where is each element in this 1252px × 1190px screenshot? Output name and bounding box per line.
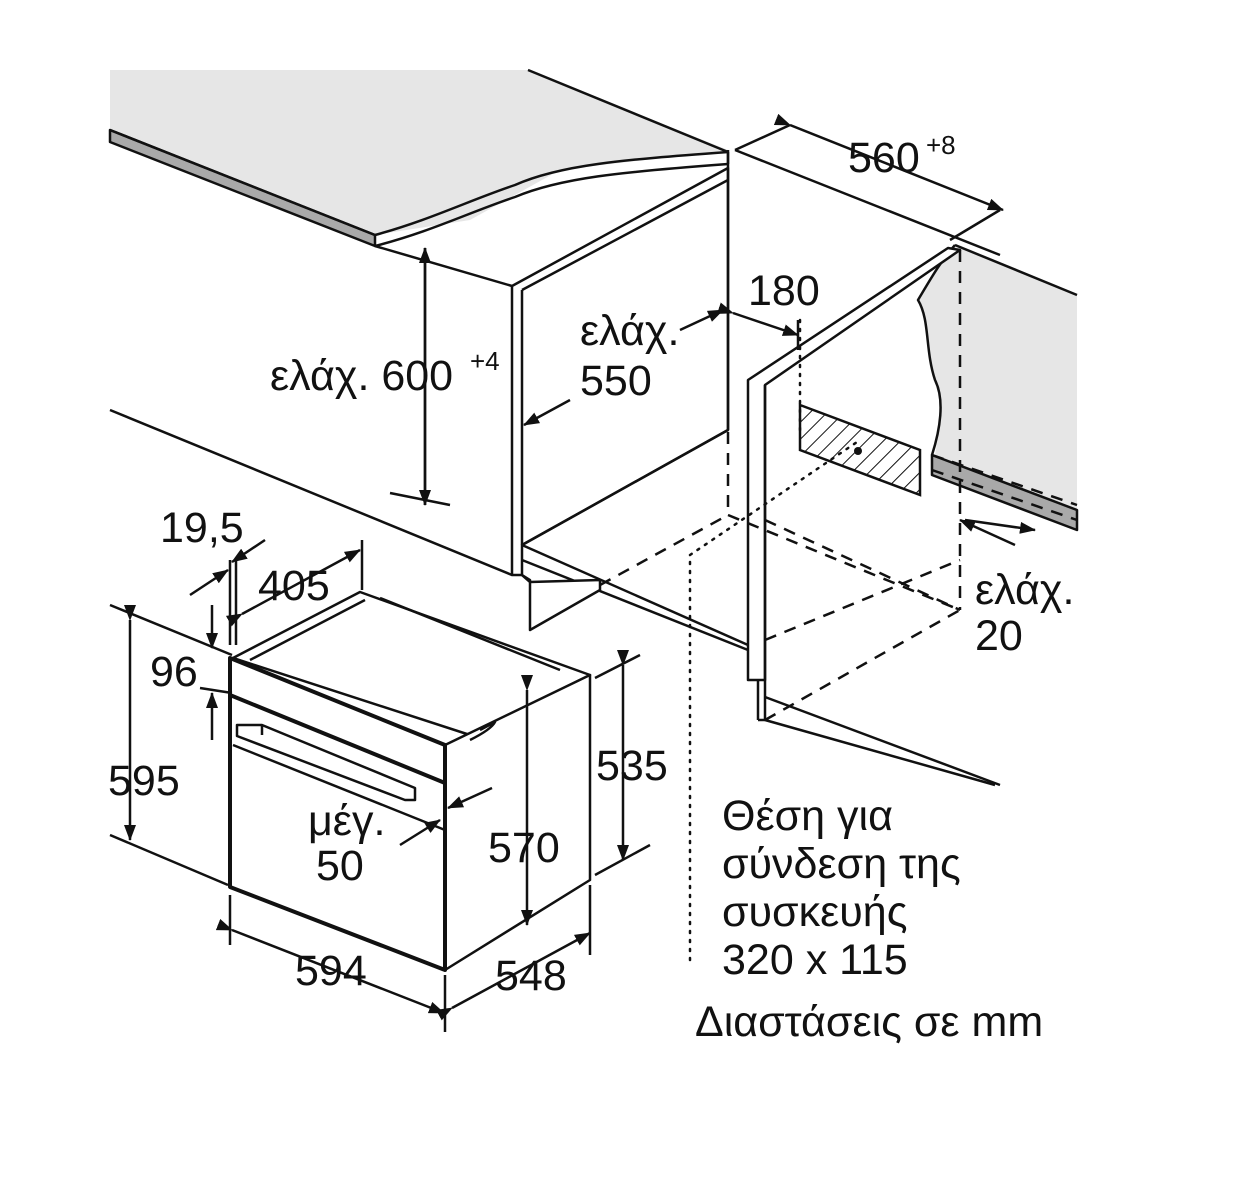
connection-note-line2: σύνδεση της: [722, 840, 961, 888]
label-19-5: 19,5: [160, 504, 244, 552]
dimension-lines: [109, 113, 1036, 1032]
label-180: 180: [748, 267, 820, 315]
label-min550-line2: 550: [580, 357, 652, 405]
worktop-right: [916, 243, 1079, 532]
label-535: 535: [596, 742, 668, 790]
label-max50-line1: μέγ.: [308, 797, 385, 845]
label-548: 548: [495, 952, 567, 1000]
label-min600-sup: +4: [470, 346, 500, 376]
worktop-left: [108, 68, 730, 248]
connection-note-line4: 320 x 115: [722, 936, 908, 984]
units-note: Διαστάσεις σε mm: [695, 998, 1043, 1046]
oven: [228, 590, 592, 972]
label-min600: ελάχ. 600: [270, 352, 453, 400]
label-max50-line2: 50: [316, 842, 364, 890]
dimension-labels: 560 +8 180 ελάχ. 550 ελάχ. 600 +4 ελάχ. …: [108, 130, 1074, 1046]
label-594: 594: [295, 947, 367, 995]
label-570: 570: [488, 824, 560, 872]
label-560-sup: +8: [926, 130, 956, 160]
label-min550-line1: ελάχ.: [580, 307, 679, 355]
label-595: 595: [108, 757, 180, 805]
label-min20-line2: 20: [975, 612, 1023, 660]
label-405: 405: [258, 562, 330, 610]
cabinet-opening: [109, 148, 1078, 962]
connection-note-line3: συσκευής: [722, 888, 907, 936]
connection-note-line1: Θέση για: [722, 792, 893, 840]
label-96: 96: [150, 648, 198, 696]
label-min20-line1: ελάχ.: [975, 566, 1074, 614]
label-560: 560: [848, 134, 920, 182]
